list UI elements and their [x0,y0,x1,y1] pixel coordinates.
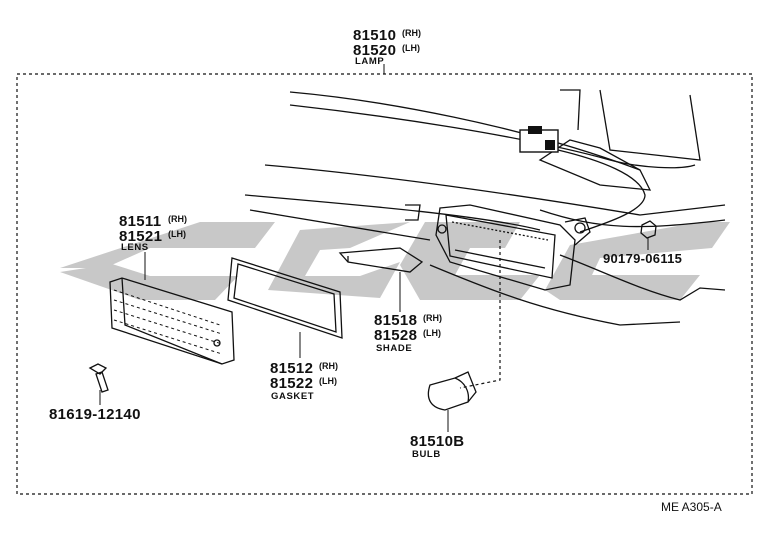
label-gasket: 81512 (RH) 81522 (LH) GASKET [270,360,338,402]
label-lamp: 81510 (RH) 81520 (LH) LAMP [353,27,421,67]
svg-text:81522: 81522 [270,375,313,392]
svg-text:81528: 81528 [374,327,417,344]
watermark-logo [60,222,730,300]
label-lens: 81511 (RH) 81521 (LH) LENS [119,213,187,253]
shade-part [338,247,424,312]
gasket-part [227,257,343,358]
svg-text:81511: 81511 [119,213,161,230]
svg-text:GASKET: GASKET [271,391,314,402]
svg-text:(RH): (RH) [402,28,421,38]
bulb-part [427,240,501,432]
svg-text:(LH): (LH) [319,376,337,386]
lens-part [109,252,235,365]
svg-text:(LH): (LH) [168,229,186,239]
nut-90179 [640,220,657,250]
diagram-id: ME A305-A [661,500,722,514]
label-shade: 81518 (RH) 81528 (LH) SHADE [374,312,442,354]
label-screw: 81619-12140 [49,406,141,423]
wire-connector [519,126,646,233]
svg-text:LENS: LENS [121,242,149,253]
svg-text:(RH): (RH) [319,361,338,371]
svg-text:SHADE: SHADE [376,343,412,354]
svg-text:81512: 81512 [270,360,313,377]
svg-text:(LH): (LH) [423,328,441,338]
svg-text:81510B: 81510B [410,433,464,450]
svg-text:81520: 81520 [353,42,396,59]
svg-text:81510: 81510 [353,27,396,44]
car-body [244,89,726,326]
svg-text:81518: 81518 [374,312,417,329]
label-nut: 90179-06115 [603,251,682,266]
svg-text:BULB: BULB [412,449,441,460]
screw-part [88,363,109,405]
svg-text:(RH): (RH) [423,313,442,323]
svg-text:81521: 81521 [119,228,162,245]
svg-text:(RH): (RH) [168,214,187,224]
label-bulb: 81510B BULB [410,433,464,460]
svg-text:LAMP: LAMP [355,56,384,67]
svg-text:(LH): (LH) [402,43,420,53]
